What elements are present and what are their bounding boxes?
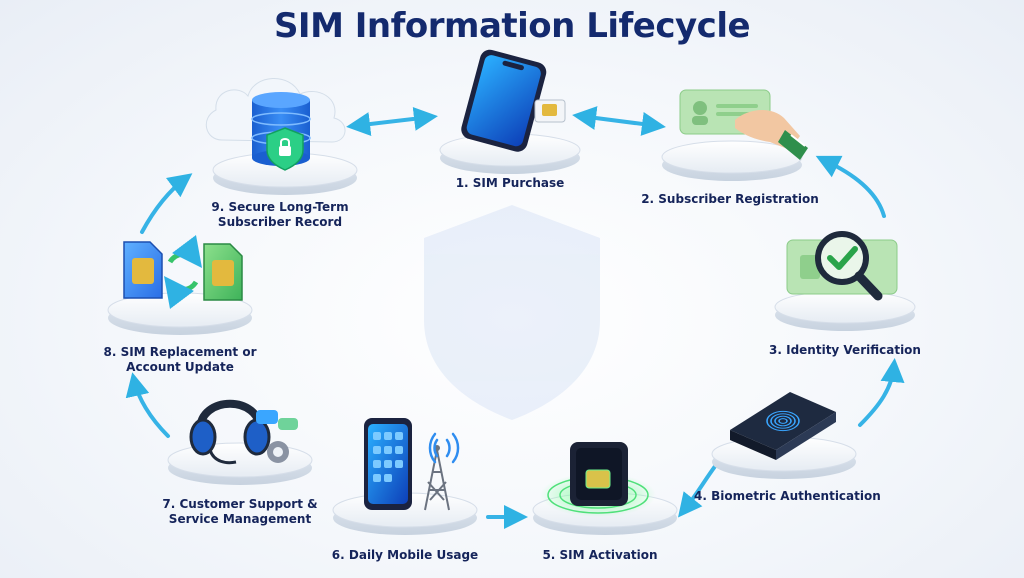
- step-label-3: 3. Identity Verification: [769, 343, 921, 357]
- fingerprint-scanner-icon: [730, 392, 836, 460]
- cycle-arrows: [125, 106, 905, 529]
- arrow-9-to-1: [346, 106, 438, 136]
- magnifier-check-icon: [786, 231, 898, 301]
- background-shield-icon: [424, 205, 600, 420]
- step-label-5: 5. SIM Activation: [542, 548, 658, 562]
- sim-swap-icon: [123, 235, 243, 309]
- step-label-1: 1. SIM Purchase: [455, 176, 565, 190]
- step-label-7: 7. Customer Support & Service Management: [155, 497, 325, 527]
- id-card-hand-icon: [679, 89, 808, 160]
- page-title: SIM Information Lifecycle: [273, 6, 751, 46]
- step-label-6: 6. Daily Mobile Usage: [331, 548, 479, 562]
- step-label-9-line1: 9. Secure Long-Term: [211, 200, 349, 214]
- platform-3: [774, 290, 916, 331]
- step-label-2: 2. Subscriber Registration: [641, 192, 819, 206]
- phone-tower-icon: [364, 418, 460, 511]
- smartphone-sim-icon: [461, 49, 566, 152]
- step-label-8-line1: 8. SIM Replacement or: [103, 345, 257, 359]
- step-label-7-line2: Service Management: [168, 512, 312, 526]
- sim-chip-glow-icon: [540, 442, 656, 517]
- platform-9: [212, 152, 358, 195]
- arrow-1-to-2: [572, 106, 666, 136]
- platform-8: [107, 292, 253, 335]
- platform-2: [661, 140, 803, 181]
- headset-chat-icon: [189, 399, 298, 465]
- arrow-2-to-3: [815, 155, 886, 218]
- step-label-9: 9. Secure Long-Term Subscriber Record: [195, 200, 365, 230]
- arrow-3-to-4: [858, 358, 905, 427]
- step-label-8-line2: Account Update: [126, 360, 234, 374]
- step-label-9-line2: Subscriber Record: [217, 215, 343, 229]
- cloud-database-shield-icon: [205, 78, 346, 171]
- arrow-8-to-9: [140, 173, 193, 234]
- platform-7: [167, 442, 313, 485]
- step-label-8: 8. SIM Replacement or Account Update: [95, 345, 265, 375]
- platform-1: [439, 133, 581, 174]
- step-label-7-line1: 7. Customer Support &: [162, 497, 318, 511]
- arrow-7-to-8: [125, 372, 170, 438]
- step-label-4: 4. Biometric Authentication: [694, 489, 881, 503]
